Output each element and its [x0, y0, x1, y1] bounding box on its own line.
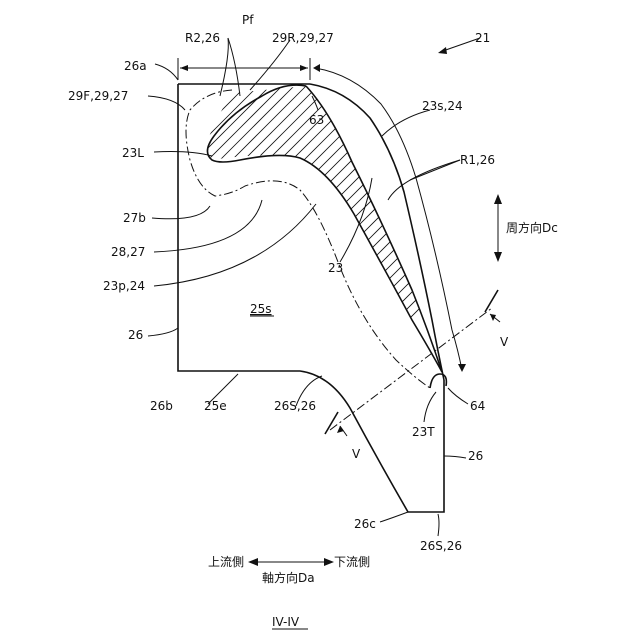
label-v-lower: V [352, 447, 361, 461]
fillet-line-29 [186, 90, 430, 388]
label-23t: 23T [412, 425, 435, 439]
label-26-right: 26 [468, 449, 483, 463]
axial-arrow-left [248, 558, 258, 566]
label-23l: 23L [122, 146, 144, 160]
hatch-line [156, 80, 456, 380]
circ-arrow-down [494, 252, 502, 262]
label-26-left: 26 [128, 328, 143, 342]
label-27b: 27b [123, 211, 146, 225]
label-26c: 26c [354, 517, 376, 531]
label-23p: 23p,24 [103, 279, 145, 293]
label-29r: 29R,29,27 [272, 31, 334, 45]
hatch-line [216, 80, 516, 380]
v-marker-upper [485, 290, 498, 312]
endwall-outline [178, 84, 444, 512]
label-axial-direction: 軸方向Da [262, 570, 315, 585]
label-64: 64 [470, 399, 485, 413]
label-26s: 26S,26 [274, 399, 316, 413]
r1-arrow-top [313, 64, 320, 72]
label-circ-direction: 周方向Dc [506, 220, 558, 235]
hatch-line [0, 80, 228, 380]
label-r2: R2,26 [185, 31, 220, 45]
hatch-line [204, 80, 504, 380]
hatch-line [0, 80, 240, 380]
hatch-line [0, 80, 204, 380]
hatch-line [0, 80, 252, 380]
hatch-line [336, 80, 636, 380]
label-26a: 26a [124, 59, 147, 73]
hatch-line [312, 80, 612, 380]
label-26b: 26b [150, 399, 173, 413]
hatch-line [192, 80, 492, 380]
ref-21-arrow-head [438, 47, 447, 54]
label-23s: 23s,24 [422, 99, 463, 113]
label-28: 28,27 [111, 245, 145, 259]
hatch-line [0, 80, 300, 380]
label-25s: 25s [250, 302, 272, 316]
outer-offset-curve [315, 68, 462, 370]
label-downstream: 下流側 [334, 555, 370, 569]
hatch-line [24, 80, 324, 380]
section-line-V [330, 308, 492, 430]
hatch-line [0, 80, 192, 380]
label-25e: 25e [204, 399, 227, 413]
leader-lines [148, 38, 468, 536]
hatch-line [144, 80, 444, 380]
r1-arrow-bottom [458, 364, 466, 372]
label-63: 63 [309, 113, 324, 127]
label-upstream: 上流側 [208, 555, 244, 569]
hatch-line [0, 80, 216, 380]
hatch-line [240, 80, 540, 380]
label-29f: 29F,29,27 [68, 89, 128, 103]
hatch-line [48, 80, 348, 380]
r2-arrow-right [300, 65, 308, 71]
hatch-line [0, 80, 288, 380]
suction-side-curve [306, 86, 442, 372]
label-21: 21 [475, 31, 490, 45]
axial-arrow-right [324, 558, 334, 566]
hatch-line [324, 80, 624, 380]
label-section: IV-IV [272, 615, 300, 629]
label-26s-2: 26S,26 [420, 539, 462, 553]
hatch-line [228, 80, 528, 380]
hatch-line [72, 80, 372, 380]
v-marker-lower [325, 412, 338, 434]
label-pf: Pf [242, 13, 254, 27]
label-v-upper: V [500, 335, 509, 349]
circ-arrow-up [494, 194, 502, 204]
label-r1: R1,26 [460, 153, 495, 167]
label-23: 23 [328, 261, 343, 275]
hatch-line [348, 80, 640, 380]
hatch-line [12, 80, 312, 380]
hatch-line [132, 80, 432, 380]
r2-arrow-left [180, 65, 188, 71]
